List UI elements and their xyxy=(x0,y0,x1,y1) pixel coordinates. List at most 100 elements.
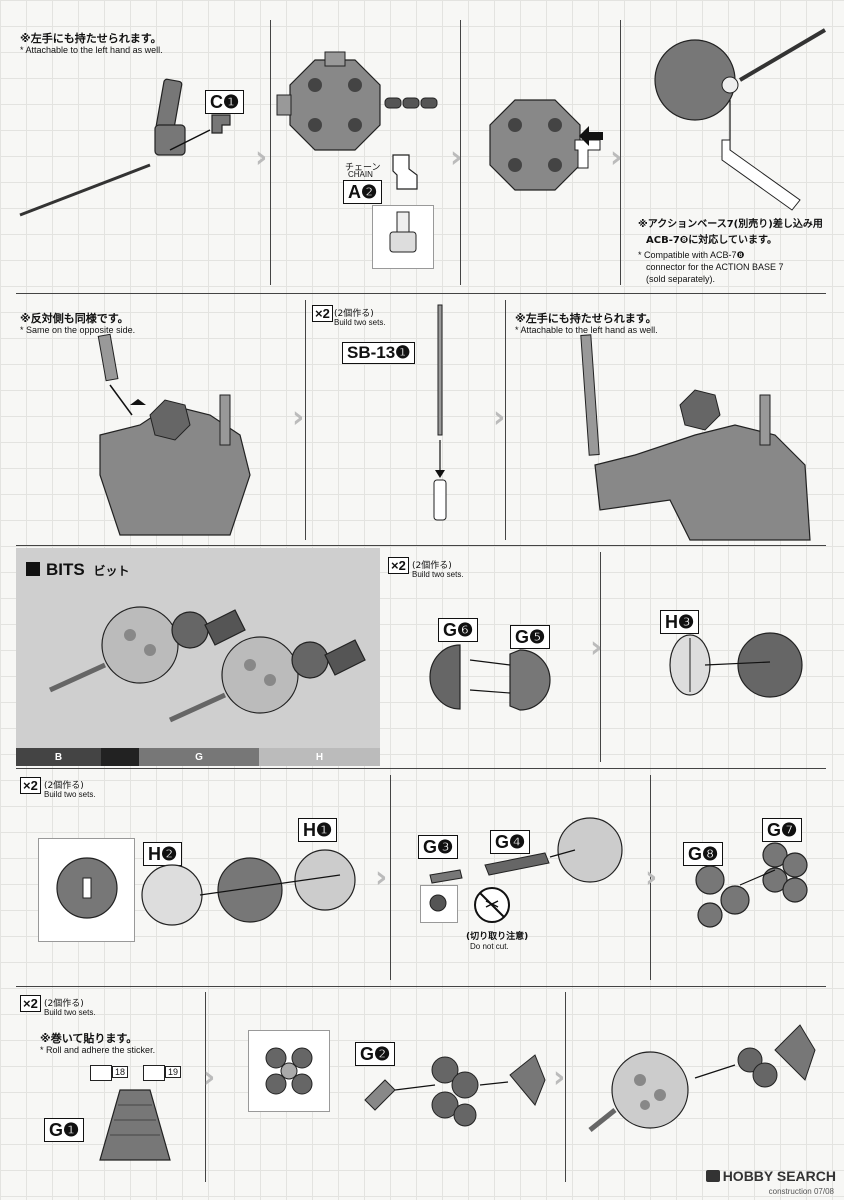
divider-r1-b xyxy=(460,20,461,285)
step-arrow-4: › xyxy=(292,400,305,435)
chain-clip-illustration xyxy=(392,154,418,190)
part-label-g6: G❻ xyxy=(438,618,479,642)
part-label-h3: H❸ xyxy=(660,610,700,634)
note-action-base-jp-1: ※アクションベース7(別売り)差し込み用 xyxy=(638,219,823,230)
chain-label-en: CHAIN xyxy=(348,170,373,179)
ball-cage-illustration xyxy=(669,632,803,698)
part-label-g1: G❶ xyxy=(44,1118,85,1142)
claw-cone-assembly-illustration xyxy=(364,1054,546,1127)
divider-r2-a xyxy=(305,300,306,540)
step-arrow-2: › xyxy=(450,140,463,175)
build-two-badge-r3: ×2 xyxy=(388,557,409,574)
cut-warning-en: Do not cut. xyxy=(470,942,509,951)
legend-b: B xyxy=(16,748,101,766)
part-label-g7: G❼ xyxy=(762,818,803,842)
note-left-hand-jp: ※左手にも持たせられます。 xyxy=(20,32,162,45)
step-arrow-3: › xyxy=(610,140,623,175)
sticker-num-19: 19 xyxy=(165,1066,182,1078)
divider-r5-a xyxy=(205,992,206,1182)
note-action-base-en-1: * Compatible with ACB-7❽ xyxy=(638,250,745,260)
build-two-jp-r4: (2個作る) xyxy=(44,781,84,791)
build-two-badge-r2: ×2 xyxy=(312,305,333,322)
legend-g: G xyxy=(139,748,259,766)
rod-illustration xyxy=(433,304,447,521)
build-two-en-r5: Build two sets. xyxy=(44,1008,96,1017)
footer-brand: HOBBY SEARCH xyxy=(705,1168,836,1184)
divider-r1-a xyxy=(270,20,271,285)
part-label-sb13: SB-13❶ xyxy=(342,342,416,364)
step-arrow-9: › xyxy=(203,1060,216,1095)
legend-h: H xyxy=(259,748,380,766)
build-two-en-r4: Build two sets. xyxy=(44,790,96,799)
brand-logo-icon xyxy=(705,1170,720,1182)
bits-square-icon xyxy=(26,562,40,576)
divider-r1-c xyxy=(620,20,621,285)
ball-halves-illustration xyxy=(429,644,551,711)
g2-inset-illustration xyxy=(265,1047,313,1095)
part-label-c1: C❶ xyxy=(205,90,245,114)
bits-title: BITS ビット xyxy=(26,560,129,580)
chain-attach-illustration xyxy=(489,99,603,191)
note-roll-sticker-jp: ※巻いて貼ります。 xyxy=(40,1032,138,1045)
build-two-badge-r4: ×2 xyxy=(20,777,41,794)
part-label-h1: H❶ xyxy=(298,818,338,842)
robot-holding-rod-illustration xyxy=(580,334,811,541)
no-cut-icon xyxy=(474,887,510,923)
h2-inset-illustration xyxy=(56,857,118,919)
note-opposite-side-en: * Same on the opposite side. xyxy=(20,325,136,335)
bits-illustration xyxy=(48,606,366,723)
footer-page: construction 07/08 xyxy=(768,1187,834,1196)
spike-assembly-illustration xyxy=(429,817,623,884)
connector-inset-illustration xyxy=(389,211,417,253)
robot-back-illustration xyxy=(97,333,251,536)
divider-row2 xyxy=(16,545,826,546)
step-arrow-6: › xyxy=(590,630,603,665)
part-label-g3: G❸ xyxy=(418,835,459,859)
build-two-en-r2: Build two sets. xyxy=(334,318,386,327)
build-two-jp-r2: (2個作る) xyxy=(334,309,374,319)
divider-row4 xyxy=(16,986,826,987)
divider-row3 xyxy=(16,768,826,769)
note-roll-sticker-en: * Roll and adhere the sticker. xyxy=(40,1045,156,1055)
step-arrow-5: › xyxy=(493,400,506,435)
bit-final-illustration xyxy=(588,1024,816,1132)
divider-r5-b xyxy=(565,992,566,1182)
color-legend-bar: B G H xyxy=(16,748,380,766)
divider-r3-a xyxy=(600,552,601,762)
chain-label-jp: チェーン xyxy=(345,162,381,172)
cut-warning-jp: (切り取り注意) xyxy=(466,932,529,942)
part-label-g2: G❷ xyxy=(355,1042,396,1066)
part-label-h2: H❷ xyxy=(143,842,183,866)
note-action-base-jp-2: ACB-7❽に対応しています。 xyxy=(646,235,777,246)
claw-parts-illustration xyxy=(695,842,808,928)
step-arrow-8: › xyxy=(645,860,658,895)
legend-black-swatch xyxy=(101,748,139,766)
step-arrow-7: › xyxy=(375,860,388,895)
divider-row1 xyxy=(16,293,826,294)
step-arrow-1: › xyxy=(255,140,268,175)
note-opposite-side-jp: ※反対側も同様です。 xyxy=(20,312,129,325)
sticker-num-18: 18 xyxy=(112,1066,129,1078)
chain-connector-illustration xyxy=(276,51,438,151)
part-label-a2: A❷ xyxy=(343,180,383,204)
note-action-base-en-2: connector for the ACTION BASE 7 xyxy=(646,262,784,272)
sticker-icon-19 xyxy=(143,1065,165,1081)
note-action-base-en-3: (sold separately). xyxy=(646,274,716,284)
sticker-icon-18 xyxy=(90,1065,112,1081)
divider-r2-b xyxy=(505,300,506,540)
cone-part-illustration xyxy=(99,1089,171,1161)
build-two-badge-r5: ×2 xyxy=(20,995,41,1012)
build-two-en-r3: Build two sets. xyxy=(412,570,464,579)
g3-inset-illustration xyxy=(429,894,447,912)
divider-r4-b xyxy=(650,775,651,980)
part-label-g8: G❽ xyxy=(683,842,724,866)
note-left-hand-2-jp: ※左手にも持たせられます。 xyxy=(515,312,657,325)
build-two-jp-r3: (2個作る) xyxy=(412,561,452,571)
part-label-g5: G❺ xyxy=(510,625,551,649)
note-left-hand-2-en: * Attachable to the left hand as well. xyxy=(515,325,658,335)
ball-assembly-illustration xyxy=(141,849,356,926)
note-left-hand-en: * Attachable to the left hand as well. xyxy=(20,45,163,55)
step-arrow-10: › xyxy=(553,1060,566,1095)
ball-base-illustration xyxy=(654,28,827,211)
bits-title-jp: ビット xyxy=(93,564,130,578)
